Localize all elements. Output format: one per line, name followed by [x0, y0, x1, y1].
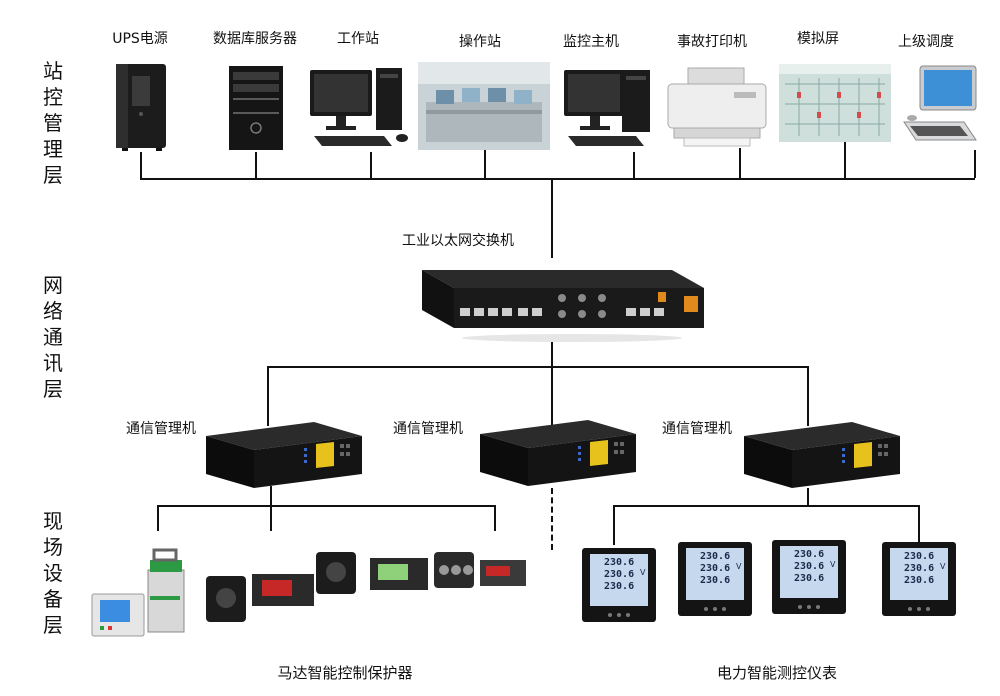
comm-manager-label-3: 通信管理机	[662, 421, 732, 437]
meter-unit-1: V	[640, 568, 646, 577]
layer-label-char: 场	[43, 535, 63, 559]
comm-manager-icon-3	[744, 422, 900, 494]
meter-readout-2-l2: 230.6	[700, 563, 731, 574]
manager-2-dashed-link	[551, 488, 553, 550]
drop-monitor	[633, 152, 635, 178]
drop-server	[255, 152, 257, 178]
device-label-dispatch: 上级调度	[898, 34, 954, 50]
meter-unit-2: V	[736, 562, 742, 571]
meter-readout-2-l3: 230.6	[700, 575, 731, 586]
station-bus	[140, 178, 975, 180]
layer-label-field: 现场设备层	[40, 508, 66, 638]
comm-manager-label-1: 通信管理机	[126, 421, 196, 437]
motor-drop-2	[270, 505, 272, 531]
manager-1-down	[270, 486, 272, 506]
drop-manager-1	[267, 366, 269, 426]
power-meter-label: 电力智能测控仪表	[716, 664, 838, 682]
trunk-to-switch	[551, 178, 553, 258]
meter-readout-3-l1: 230.6	[794, 549, 825, 560]
layer-label-char: 站	[43, 59, 63, 83]
monitor-host-icon	[560, 66, 660, 152]
device-label-ups: UPS电源	[112, 31, 168, 47]
manager-3-down	[807, 488, 809, 506]
device-label-printer: 事故打印机	[677, 34, 747, 50]
meter-readout-4-l2: 230.6	[904, 563, 935, 574]
power-meter-icon-1: 230.6 230.6 230.6 V	[580, 546, 658, 624]
drop-mimic	[844, 142, 846, 178]
meter-readout-3-l2: 230.6	[794, 561, 825, 572]
meter-unit-4: V	[940, 562, 946, 571]
power-meter-icon-4: 230.6 230.6 230.6 V	[880, 540, 958, 618]
device-label-mimic-panel: 模拟屏	[797, 31, 839, 47]
comm-manager-icon-1	[206, 422, 362, 494]
layer-label-char: 管	[43, 111, 63, 135]
comm-manager-label-2: 通信管理机	[393, 421, 463, 437]
layer-label-char: 层	[43, 163, 63, 187]
layer-label-station: 站控管理层	[40, 58, 66, 188]
comm-manager-icon-2	[480, 420, 636, 492]
layer-label-char: 理	[43, 137, 63, 161]
meter-readout-3-l3: 230.6	[794, 573, 825, 584]
layer-label-char: 络	[43, 299, 63, 323]
printer-icon	[664, 66, 770, 148]
drop-dispatch	[974, 150, 976, 178]
meter-readout-1-l1: 230.6	[604, 557, 635, 568]
meter-bus	[613, 505, 919, 507]
motor-bus	[157, 505, 495, 507]
meter-readout-1-l2: 230.6	[604, 569, 635, 580]
motor-protector-label: 马达智能控制保护器	[277, 664, 413, 682]
drop-workstation	[370, 152, 372, 178]
meter-readout-2-l1: 230.6	[700, 551, 731, 562]
device-label-monitor-host: 监控主机	[563, 34, 619, 50]
ups-icon	[112, 62, 172, 152]
layer-label-char: 讯	[43, 351, 63, 375]
drop-ups	[140, 152, 142, 178]
layer-label-network: 网络通讯层	[40, 272, 66, 402]
meter-unit-3: V	[830, 560, 836, 569]
workstation-icon	[304, 66, 414, 154]
switch-label: 工业以太网交换机	[402, 233, 514, 249]
meter-drop-4	[918, 505, 920, 543]
layer-label-char: 网	[43, 273, 63, 297]
drop-operator	[484, 150, 486, 178]
device-label-operator-station: 操作站	[459, 34, 501, 50]
drop-printer	[739, 148, 741, 178]
ethernet-switch-icon	[422, 262, 704, 344]
power-meter-icon-2: 230.6 230.6 230.6 V	[676, 540, 754, 618]
operator-station-icon	[418, 62, 550, 150]
switch-down-trunk	[551, 342, 553, 426]
meter-readout-4-l1: 230.6	[904, 551, 935, 562]
layer-label-char: 现	[43, 509, 63, 533]
layer-label-char: 层	[43, 377, 63, 401]
drop-manager-3	[807, 366, 809, 426]
mimic-panel-icon	[779, 64, 891, 142]
meter-readout-1-l3: 230.6	[604, 581, 635, 592]
motor-drop-3	[494, 505, 496, 531]
server-icon	[225, 64, 287, 152]
motor-protector-group-icon	[88, 540, 528, 640]
meter-readout-4-l3: 230.6	[904, 575, 935, 586]
layer-label-char: 控	[43, 85, 63, 109]
device-label-db-server: 数据库服务器	[213, 31, 297, 47]
network-bus	[267, 366, 808, 368]
layer-label-char: 备	[43, 587, 63, 611]
layer-label-char: 通	[43, 325, 63, 349]
power-meter-icon-3: 230.6 230.6 230.6 V	[770, 538, 848, 616]
layer-label-char: 设	[43, 561, 63, 585]
laptop-icon	[898, 62, 982, 150]
meter-drop-1	[613, 505, 615, 545]
layer-label-char: 层	[43, 613, 63, 637]
motor-drop-1	[157, 505, 159, 531]
device-label-workstation: 工作站	[337, 31, 379, 47]
